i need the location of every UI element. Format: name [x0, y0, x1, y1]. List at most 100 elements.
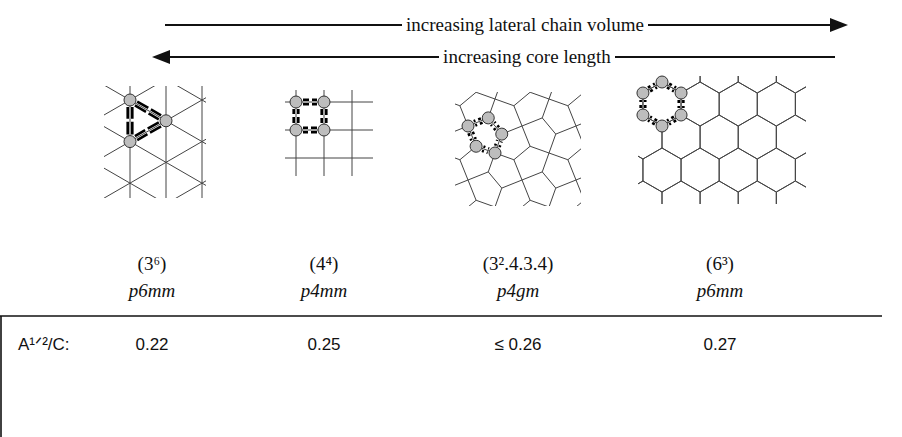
pentagonal-lattice	[455, 92, 581, 206]
lattice-line	[638, 181, 643, 192]
lattice-line	[542, 153, 549, 172]
lattice-line	[514, 146, 530, 160]
lattice-line	[455, 153, 460, 160]
lattice-line	[700, 181, 719, 192]
axis-label: increasing lateral chain volume	[402, 15, 648, 36]
lattice-line	[700, 148, 719, 159]
lattice-line	[514, 92, 530, 106]
lattice-line	[700, 126, 701, 148]
lattice-line	[642, 159, 643, 181]
lattice-line	[757, 148, 776, 159]
lattice-line	[776, 181, 795, 192]
lattice-line	[549, 99, 568, 106]
lattice-line	[795, 115, 806, 126]
molecule-end	[675, 87, 687, 99]
lattice-line	[495, 188, 502, 206]
lattice-line	[495, 92, 502, 99]
lattice-line	[476, 92, 495, 99]
lattice-line	[166, 86, 167, 198]
lattice-line	[542, 172, 556, 188]
molecule-end	[462, 120, 474, 132]
molecule-core	[468, 133, 471, 140]
lattice-line	[104, 191, 206, 198]
lattice-line	[681, 148, 700, 159]
lattice-line	[719, 82, 738, 93]
lattice-line	[638, 181, 643, 192]
lattice-line	[757, 181, 776, 192]
lattice-line	[522, 118, 542, 126]
lattice-line	[104, 184, 206, 198]
lattice-line	[549, 92, 556, 99]
lattice-line	[104, 150, 206, 198]
molecule-core	[677, 100, 680, 108]
lattice-line	[530, 200, 549, 206]
lattice-line	[795, 148, 806, 159]
lattice-line	[514, 200, 530, 206]
lattice-line	[568, 146, 581, 160]
lattice-line	[681, 181, 700, 192]
table-cell: 0.22	[135, 336, 168, 355]
molecule-core	[135, 105, 159, 119]
molecule-end	[637, 87, 649, 99]
molecule-core	[292, 109, 295, 123]
lattice-line	[700, 82, 719, 93]
molecule-core	[648, 84, 655, 88]
lattice-line	[776, 181, 795, 192]
lattice-line	[700, 76, 701, 82]
molecule-end	[656, 76, 668, 88]
plane-group: p4gm	[497, 281, 539, 302]
lattice-line	[776, 82, 795, 93]
lattice-line	[719, 82, 738, 93]
lattice-line	[662, 192, 663, 204]
molecule-end	[160, 115, 172, 127]
molecule-core	[475, 123, 482, 126]
lattice-line	[700, 115, 719, 126]
molecule-core	[500, 141, 502, 147]
lattice-line	[576, 180, 581, 200]
lattice-line	[285, 158, 373, 159]
lattice-line	[738, 82, 757, 93]
lattice-line	[738, 192, 739, 204]
lattice-line	[757, 93, 758, 115]
lattice-line	[795, 181, 806, 192]
lattice-line	[643, 181, 662, 192]
lattice-line	[738, 126, 739, 148]
lattice-line	[776, 126, 777, 148]
lattice-line	[795, 148, 806, 159]
lattice-line	[468, 172, 488, 180]
molecule-core	[669, 120, 676, 124]
lattice-line	[568, 106, 576, 126]
molecule-end	[482, 112, 494, 124]
lattice-line	[455, 180, 468, 188]
lattice-line	[522, 172, 542, 180]
lattice-line	[568, 92, 581, 106]
lattice-line	[681, 159, 682, 181]
lattice-line	[795, 93, 796, 115]
molecule-core	[131, 107, 134, 135]
lattice-line	[556, 180, 576, 188]
molecule-core	[650, 87, 657, 91]
lattice-line	[757, 93, 758, 115]
lattice-line	[104, 108, 206, 198]
lattice-line	[719, 181, 738, 192]
lattice-line	[700, 76, 701, 82]
lattice-line	[776, 115, 795, 126]
lattice-line	[514, 160, 522, 180]
lattice-line	[662, 181, 681, 192]
lattice-line	[776, 192, 777, 204]
lattice-line	[700, 115, 719, 126]
lattice-line	[719, 181, 738, 192]
lattice-line	[495, 99, 514, 106]
lattice-line	[700, 126, 701, 148]
lattice-line	[719, 93, 720, 115]
lattice-line	[757, 181, 776, 192]
lattice-line	[719, 115, 738, 126]
molecule-core	[303, 131, 317, 134]
molecule-core	[483, 146, 489, 148]
lattice-line	[700, 181, 719, 192]
molecule-end	[124, 94, 136, 106]
lattice-line	[104, 86, 206, 182]
lattice-line	[795, 159, 796, 181]
molecule-core	[303, 98, 317, 101]
lattice-line	[738, 76, 739, 82]
